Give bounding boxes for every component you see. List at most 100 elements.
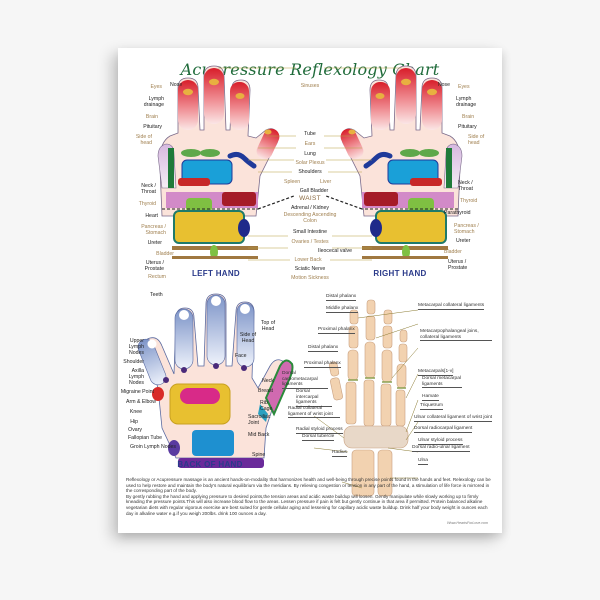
stomach-zone bbox=[173, 210, 245, 244]
sinus-point bbox=[209, 78, 219, 86]
description-paragraph: By gently rubbing the hand and applying … bbox=[126, 493, 488, 516]
label-face: Face bbox=[235, 353, 247, 359]
label-adrenal-kidney: Adrenal / Kidney bbox=[290, 205, 330, 211]
label-migraine: Migraine Point bbox=[120, 389, 154, 395]
label-ulna: Ulna bbox=[418, 458, 428, 465]
label-tube: Tube bbox=[304, 131, 316, 137]
label-mid-back: Mid Back bbox=[248, 432, 270, 438]
label-upper-lymph: Upper Lymph Nodes bbox=[128, 338, 144, 356]
label-sinuses: Sinuses bbox=[300, 83, 320, 89]
label-top-head: Top of Head bbox=[260, 320, 276, 332]
back-of-hand-caption: BACK OF HAND bbox=[177, 460, 243, 469]
right-hand bbox=[340, 65, 463, 259]
neck-zone bbox=[258, 404, 268, 422]
label-pituitary-right: Pituitary bbox=[458, 124, 477, 130]
ears-zone bbox=[227, 151, 257, 169]
right-hand-caption: RIGHT HAND bbox=[373, 269, 427, 278]
label-dorsal-carpometacarpal: Dorsal carpometacarpal ligaments bbox=[282, 371, 328, 389]
fingertip bbox=[240, 304, 250, 314]
fingertip bbox=[147, 339, 157, 349]
shoulder-zone bbox=[178, 178, 210, 186]
label-ureter-left: Ureter bbox=[147, 240, 162, 246]
label-heart-left: Heart bbox=[145, 213, 158, 219]
label-ulnar-styloid: Ulnar styloid process bbox=[418, 438, 463, 445]
fingertip bbox=[179, 310, 189, 320]
label-dorsal-intercarpal: Dorsal intercarpal ligaments bbox=[296, 389, 332, 407]
label-metacarpals: Metacarpals[1-v] bbox=[418, 369, 454, 376]
label-dorsal-radio-ulnar: Dorsal radio-ulnar ligament bbox=[412, 445, 470, 452]
label-groin: Groin Lymph Nodes bbox=[130, 444, 176, 450]
label-ileocecal: Ileocecal valve bbox=[318, 248, 353, 254]
label-teeth: Teeth bbox=[150, 292, 163, 298]
label-lung: Lung bbox=[304, 151, 316, 157]
label-arm-elbow: Arm & Elbow bbox=[126, 399, 156, 405]
label-spleen: Spleen bbox=[284, 179, 301, 185]
label-thyroid-left: Thyroid bbox=[138, 201, 156, 207]
label-ears: Ears bbox=[304, 141, 316, 147]
hand-illustrations bbox=[137, 65, 463, 497]
left-finger bbox=[230, 82, 249, 130]
label-bladder-left: Bladder bbox=[156, 251, 174, 257]
label-brain-right: Brain bbox=[462, 114, 475, 120]
label-rib-cage: Rib Cage bbox=[260, 400, 273, 412]
label-lymph-left: Lymph drainage bbox=[143, 96, 164, 108]
website-credit: Www.HeartsForLove.com bbox=[447, 521, 488, 525]
left-pinky bbox=[256, 128, 280, 160]
label-shoulder: Shoulder bbox=[123, 359, 144, 365]
description-paragraph: Reflexology or Acupressure massage is an… bbox=[126, 477, 491, 494]
label-triquetrum: Triquetrum bbox=[420, 403, 444, 410]
label-neck-back: Neck bbox=[262, 378, 274, 384]
label-pituitary-left: Pituitary bbox=[143, 124, 162, 130]
left-finger bbox=[204, 68, 224, 124]
joint-ligaments bbox=[348, 377, 406, 389]
label-lower-back: Lower Back bbox=[294, 257, 322, 263]
label-side-head-left: Side of head bbox=[135, 134, 152, 146]
leader-lines bbox=[218, 67, 402, 261]
lymph-zone bbox=[168, 148, 174, 188]
label-sacroiliac: Sacroiliac Joint bbox=[248, 414, 271, 426]
label-radius: Radius bbox=[332, 450, 347, 457]
label-neck-left: Neck / Throat bbox=[141, 183, 156, 195]
eyes-zone bbox=[181, 149, 201, 157]
label-axilla: Axilla Lymph Nodes bbox=[128, 368, 144, 386]
back-pinky bbox=[137, 338, 167, 386]
label-dorsal-radiocarpal: Dorsal radiocarpal ligament bbox=[414, 426, 473, 433]
label-distal-phalanx-thumb: Distal phalanx bbox=[308, 345, 339, 352]
label-eyes-right: Eyes bbox=[458, 84, 470, 90]
chart-title: Acupressure Reflexology Chart bbox=[180, 60, 440, 79]
label-pancreas-right: Pancreas / Stomach bbox=[454, 223, 479, 235]
label-solar-plexus: Solar Plexus bbox=[295, 160, 325, 166]
description-text: Reflexology or Acupressure massage is an… bbox=[126, 477, 494, 516]
shoulder-point bbox=[152, 387, 164, 401]
label-middle-phalanx: Middle phalanx bbox=[326, 306, 359, 313]
label-hamate: Hamate bbox=[422, 394, 439, 401]
label-neck-right: Neck / Throat bbox=[458, 180, 473, 192]
label-proximal-phalanx-thumb: Proximal phalanx bbox=[304, 361, 341, 368]
label-colon: Descending Ascending Colon bbox=[283, 212, 337, 224]
label-nose-left: Nose bbox=[170, 82, 183, 88]
left-hand-caption: LEFT HAND bbox=[191, 269, 241, 278]
label-distal-phalanx: Distal phalanx bbox=[326, 294, 357, 301]
label-radial-collateral: Radial collateral ligament of wrist join… bbox=[288, 406, 340, 419]
label-side-head-right: Side of head bbox=[468, 134, 485, 146]
label-hip: Hip bbox=[130, 419, 138, 425]
fingertip bbox=[211, 296, 221, 306]
label-radial-styloid: Radial styloid process bbox=[296, 427, 343, 434]
back-of-hand bbox=[137, 293, 294, 468]
label-brain-left: Brain bbox=[145, 114, 158, 120]
label-proximal-phalanx: Proximal phalanx bbox=[318, 327, 355, 334]
label-waist: WAIST bbox=[299, 195, 321, 202]
label-rectum-left: Rectum bbox=[148, 274, 166, 280]
label-eyes-left: Eyes bbox=[150, 84, 162, 90]
label-gall-bladder: Gall Bladder bbox=[299, 188, 329, 194]
label-dorsal-tubercle: Dorsal tubercle bbox=[302, 434, 335, 441]
label-nose-right: Nose bbox=[437, 82, 450, 88]
sciatic-band bbox=[172, 256, 258, 259]
heart-zone bbox=[222, 192, 256, 206]
bladder-zone bbox=[210, 245, 218, 259]
nose-point bbox=[183, 88, 193, 96]
label-pancreas-left: Pancreas / Stomach bbox=[141, 224, 166, 236]
label-motion-sickness: Motion Sickness bbox=[291, 275, 329, 281]
left-hand bbox=[157, 65, 280, 259]
label-shoulders: Shoulders bbox=[298, 169, 322, 175]
